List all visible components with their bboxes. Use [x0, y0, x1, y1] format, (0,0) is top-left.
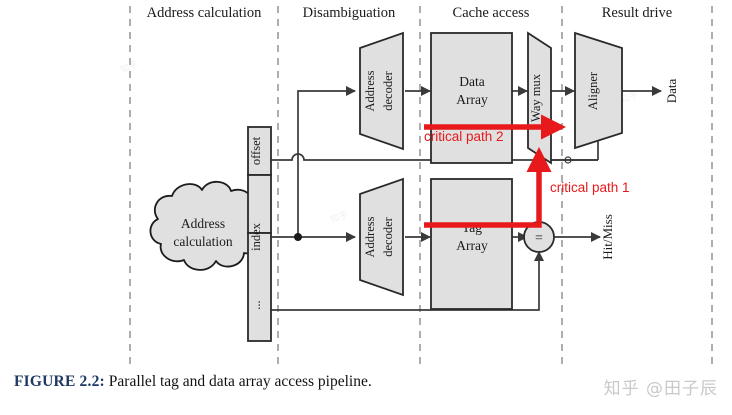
address-decoder-top[interactable]: Address decoder: [359, 31, 404, 151]
decoder-bottom-label-line2: decoder: [381, 216, 395, 256]
critical-path-1-label: critical path 1: [550, 180, 630, 195]
register-label-offset: offset: [249, 136, 263, 165]
tag-array-label-line2: Array: [456, 238, 488, 253]
output-label-data: Data: [664, 79, 679, 104]
aligner-block[interactable]: Aligner: [574, 31, 623, 150]
stage-label-cache-access: Cache access: [453, 5, 530, 21]
decoder-bottom-shape: [359, 177, 404, 297]
data-array-label-line1: Data: [459, 74, 484, 89]
register-cell-rest[interactable]: [247, 232, 272, 342]
cloud-shape: [149, 180, 265, 271]
critical-path-1: critical path 1: [424, 146, 630, 228]
decoder-bottom-label-line1: Address: [363, 216, 377, 257]
stage-label-result-drive: Result drive: [602, 5, 672, 21]
figure-caption: FIGURE 2.2: Parallel tag and data array …: [14, 373, 534, 391]
figure-caption-head: FIGURE 2.2:: [14, 373, 105, 390]
tag-array-block[interactable]: Tag Array: [430, 178, 513, 310]
wire-offset-out: [271, 153, 598, 161]
wire-rest-to-comparator: [271, 250, 545, 311]
address-decoder-bottom[interactable]: Address decoder: [359, 177, 404, 297]
output-label-hit-miss: Hit/Miss: [600, 214, 615, 260]
junction-dot-offset-aligner: [564, 156, 572, 164]
stage-label-disambiguation: Disambiguation: [303, 5, 396, 21]
watermark: 知乎 @田子辰: [603, 379, 718, 399]
data-array-shape: [430, 32, 513, 164]
stage-dividers: [129, 6, 713, 366]
wire-index-branch-up: [297, 85, 357, 237]
critical-path-2: critical path 2: [424, 114, 567, 144]
cloud-label-line1: Address: [181, 216, 225, 231]
stage-label-address-calculation: Address calculation: [147, 5, 263, 21]
way-mux-label: Way mux: [529, 73, 543, 122]
tag-array-shape: [430, 178, 513, 310]
address-register[interactable]: offset index ...: [247, 126, 272, 342]
decoder-top-label-line1: Address: [363, 70, 377, 111]
data-array-label-line2: Array: [456, 92, 488, 107]
register-label-index: index: [249, 222, 263, 251]
critical-path-2-label: critical path 2: [424, 129, 504, 144]
figure-caption-body: Parallel tag and data array access pipel…: [104, 373, 372, 390]
address-calculation-cloud[interactable]: Address calculation: [149, 180, 265, 271]
register-label-rest: ...: [249, 300, 263, 309]
junction-dot-index: [294, 233, 302, 241]
data-array-block[interactable]: Data Array: [430, 32, 513, 164]
critical-path-1-arrow: [424, 146, 552, 228]
way-mux-block[interactable]: Way mux: [527, 31, 552, 165]
cloud-label-line2: calculation: [173, 234, 232, 249]
aligner-label: Aligner: [586, 71, 600, 110]
aligner-shape: [574, 31, 623, 150]
comparator-label: =: [535, 231, 543, 246]
decoder-top-shape: [359, 31, 404, 151]
decoder-top-label-line2: decoder: [381, 70, 395, 110]
